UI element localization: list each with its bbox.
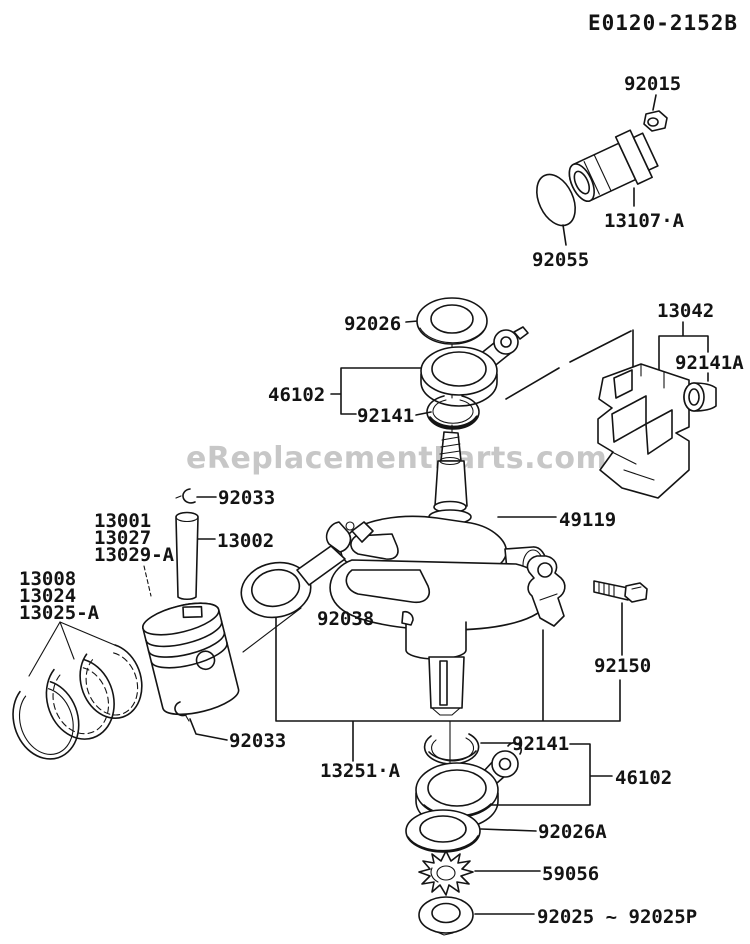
- part-label-13027: 13027: [94, 527, 151, 549]
- part-label-49119: 49119: [559, 509, 616, 531]
- rod-13251A-drawing: [240, 521, 374, 619]
- shim-92025-drawing: [418, 896, 474, 936]
- part-label-13002: 13002: [217, 530, 274, 552]
- oring-92055-drawing: [536, 173, 576, 227]
- spacer-92026A-drawing: [405, 809, 481, 853]
- key-92038-drawing: [401, 610, 414, 626]
- assembly-line-piston-to-rod: [242, 607, 302, 653]
- bracket-13251A-92150: [252, 594, 623, 762]
- balancer-weight-13042-drawing: [597, 363, 690, 499]
- diagram-code: E0120-2152B: [588, 11, 738, 35]
- leader-92015: [652, 94, 657, 111]
- part-label-13042: 13042: [657, 300, 714, 322]
- part-label-92150: 92150: [594, 655, 651, 677]
- part-label-92055: 92055: [532, 249, 589, 271]
- part-label-92038: 92038: [317, 608, 374, 630]
- bushing-92141A-drawing: [683, 382, 717, 412]
- piston-ring-second-drawing: [45, 658, 115, 740]
- part-label-92141-lower: 92141: [512, 733, 569, 755]
- part-label-92033-lower: 92033: [229, 730, 286, 752]
- part-label-92141-upper: 92141: [357, 405, 414, 427]
- piston-ring-oil-drawing: [12, 680, 80, 760]
- part-label-46102-upper: 46102: [268, 384, 325, 406]
- ring-92141-upper-drawing: [426, 395, 480, 430]
- part-label-13008: 13008: [19, 568, 76, 590]
- part-label-13107A: 13107·A: [604, 210, 685, 232]
- circlip-92033-lower-drawing: [174, 701, 190, 722]
- crankshaft-49119-drawing: [329, 431, 551, 716]
- leader-piston-dashed: [143, 565, 152, 597]
- leader-92033-lower: [189, 718, 228, 741]
- part-label-13025A: 13025-A: [19, 602, 100, 624]
- piston-ring-top-drawing: [79, 644, 143, 719]
- part-label-92026A: 92026A: [538, 821, 607, 843]
- part-label-92141A: 92141A: [675, 352, 744, 374]
- circlip-92033-upper-drawing: [175, 488, 196, 504]
- piston-13001-drawing: [142, 602, 240, 716]
- bracket-46102-upper: [330, 367, 438, 415]
- leader-92055: [562, 224, 567, 246]
- spacer-92026-drawing: [416, 297, 488, 345]
- leader-92141-upper: [415, 411, 432, 416]
- watermark-text: eReplacementParts.com: [186, 441, 607, 476]
- leader-rings: [28, 621, 118, 677]
- part-label-92025-range: 92025 ~ 92025P: [537, 906, 697, 928]
- shaft-13107A-drawing: [568, 129, 659, 202]
- rod-46102-upper-drawing: [420, 326, 529, 407]
- part-label-92033-upper: 92033: [218, 487, 275, 509]
- piston-pin-13002-drawing: [175, 511, 199, 601]
- part-label-59056: 59056: [542, 863, 599, 885]
- ring-92141-lower-drawing: [423, 733, 480, 765]
- part-label-13251A: 13251·A: [320, 760, 401, 782]
- leader-92026: [405, 320, 419, 323]
- rod-46102-lower-drawing: [415, 742, 523, 829]
- part-label-13001: 13001: [94, 510, 151, 532]
- balancer-link-drawing: [526, 555, 566, 627]
- nut-92015-drawing: [643, 110, 668, 132]
- part-label-13024: 13024: [19, 585, 76, 607]
- bracket-13042: [658, 321, 709, 382]
- part-labels: 92015 13107·A 92055 92026 13042 92141A 4…: [19, 73, 744, 928]
- part-label-92026: 92026: [344, 313, 401, 335]
- leader-92026A: [480, 828, 537, 832]
- gear-59056-drawing: [418, 850, 474, 896]
- part-label-13029A: 13029-A: [94, 544, 175, 566]
- bolt-92150-drawing: [593, 580, 648, 603]
- part-label-46102-lower: 46102: [615, 767, 672, 789]
- bracket-46102-lower: [482, 743, 613, 806]
- part-label-92015: 92015: [624, 73, 681, 95]
